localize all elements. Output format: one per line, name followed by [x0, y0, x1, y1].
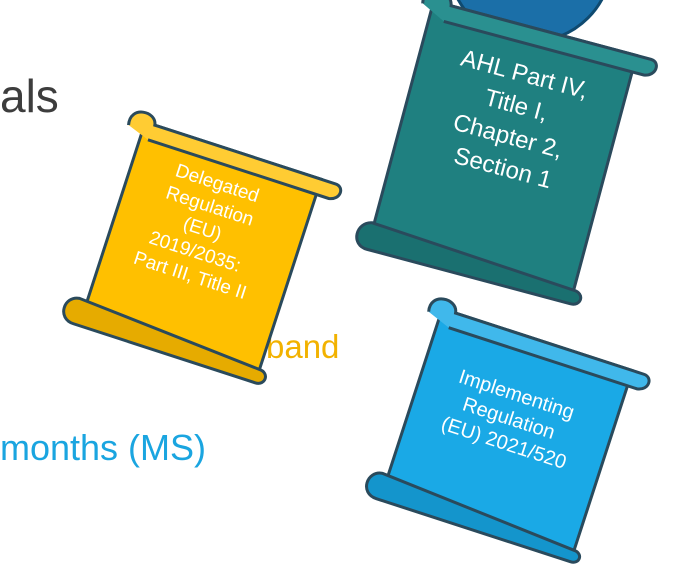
title-fragment: als	[0, 70, 59, 122]
scroll-ahl: AHL Part IV, Title I, Chapter 2, Section…	[355, 0, 658, 306]
scroll-implementing: Implementing Regulation (EU) 2021/520	[365, 297, 651, 564]
scroll-delegated-text: Delegated Regulation (EU) 2019/2035: Par…	[131, 157, 279, 304]
band-text-fragment: band	[266, 328, 340, 365]
months-text-fragment: months (MS)	[0, 427, 207, 468]
scroll-delegated: Delegated Regulation (EU) 2019/2035: Par…	[62, 110, 343, 385]
